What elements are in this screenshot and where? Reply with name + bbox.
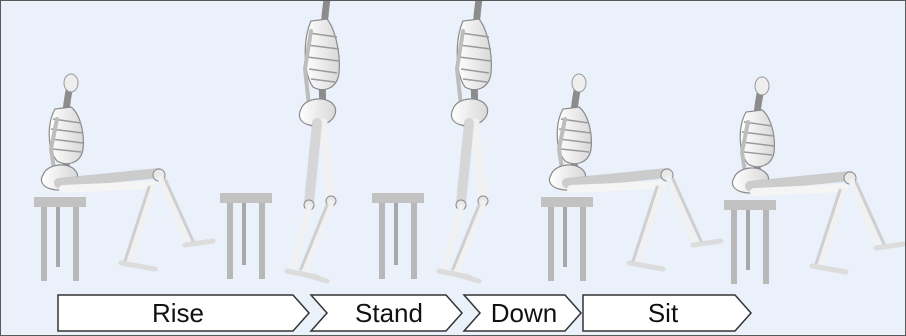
phase-label-sit: Sit: [583, 295, 743, 331]
skeleton-seated-5: [732, 77, 904, 272]
skeleton-seated-4: [549, 74, 721, 269]
skeleton-standing-3: [439, 1, 491, 281]
skeleton-seated-1: [41, 74, 213, 269]
phase-label-rise: Rise: [58, 295, 298, 331]
stool-3: [372, 193, 424, 279]
skeleton-standing-2: [287, 1, 339, 281]
stool-5: [724, 200, 776, 284]
phase-label-stand: Stand: [323, 295, 455, 331]
stool-1: [34, 197, 86, 281]
phase-label-down: Down: [475, 295, 573, 331]
stool-2: [220, 193, 272, 279]
stool-4: [541, 197, 593, 281]
